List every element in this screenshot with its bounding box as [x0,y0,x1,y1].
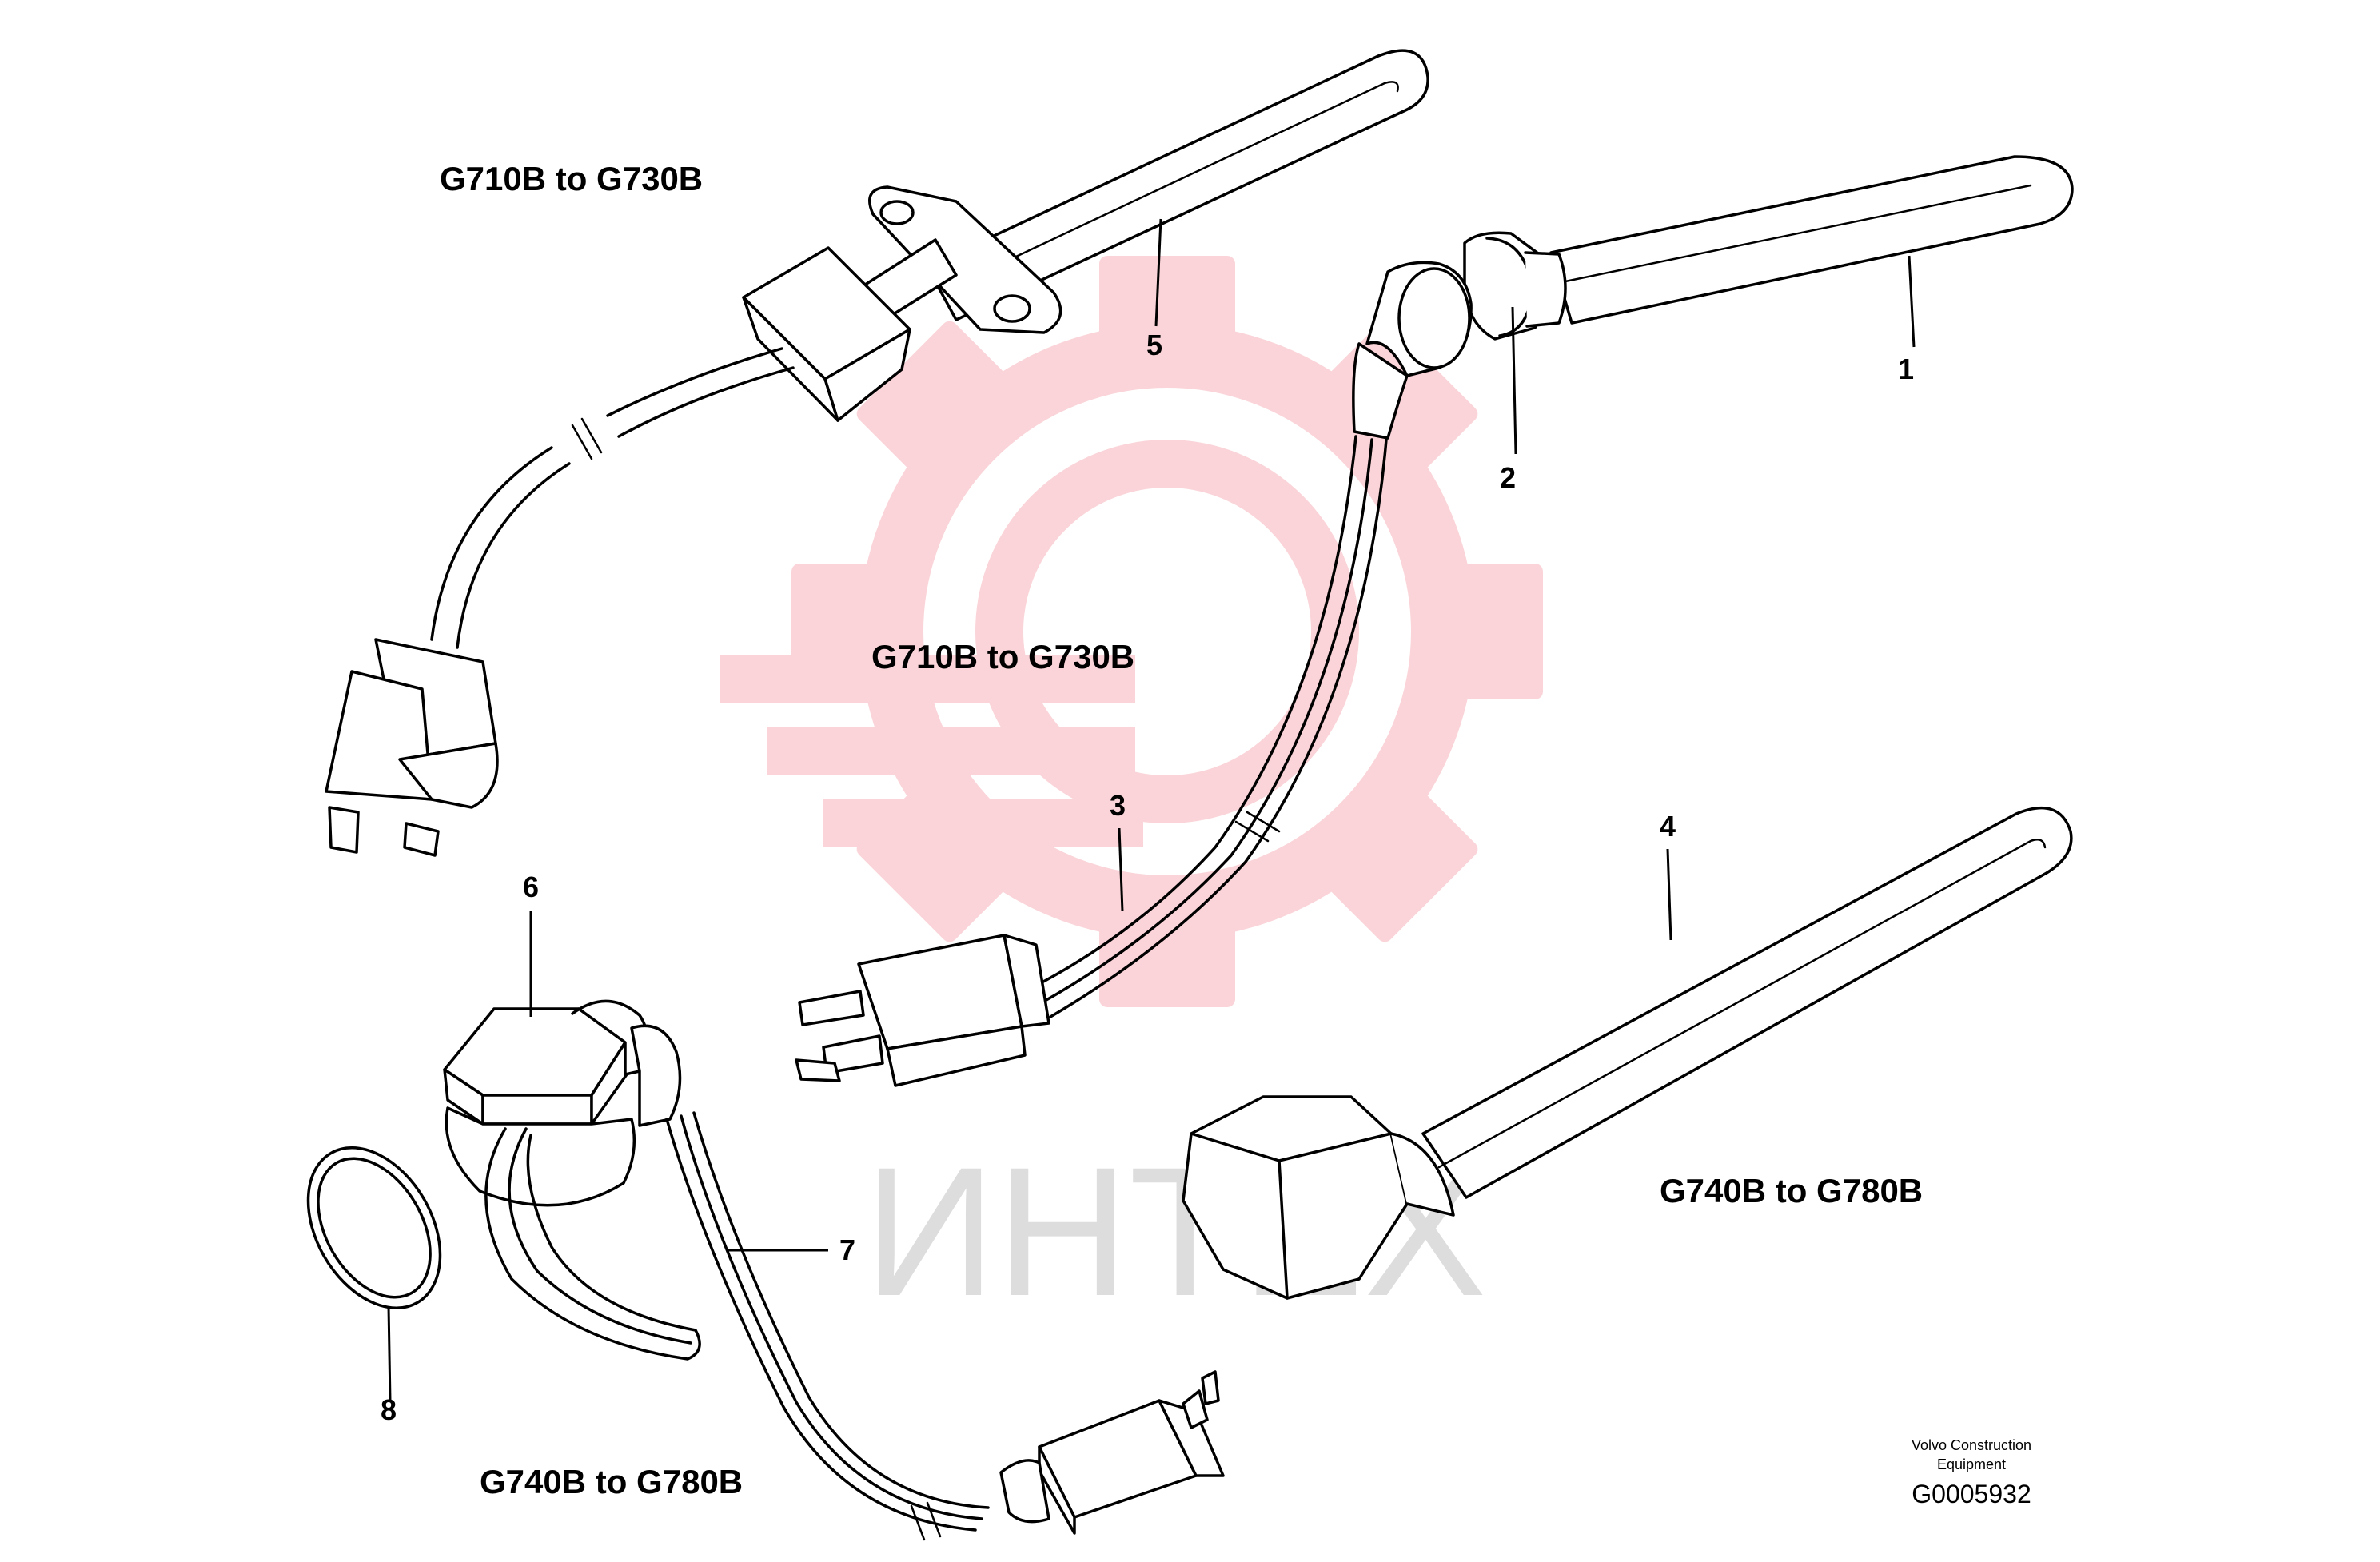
cord-7 [484,1024,1225,1541]
callout-7: 7 [839,1233,855,1266]
callout-6: 6 [523,871,539,903]
callout-2: 2 [1500,461,1516,494]
leader-lines [387,218,1916,1401]
heater-element-4 [1182,806,2073,1300]
callout-5: 5 [1146,329,1162,361]
callout-3: 3 [1110,789,1126,822]
callout-1: 1 [1898,353,1914,385]
callout-8: 8 [381,1393,397,1426]
caption-bottom-left: G740B to G780B [480,1463,743,1500]
nut-2 [1463,231,1567,341]
caption-center: G710B to G730B [871,638,1134,675]
heater-6 [443,999,649,1207]
heater-element-1 [1549,155,2074,325]
callout-4: 4 [1660,810,1676,843]
heater-element-5 [325,49,1429,857]
cord-heater-3 [795,261,1473,1087]
caption-top-left: G710B to G730B [440,160,703,197]
caption-right: G740B to G780B [1660,1172,1923,1209]
o-ring-8 [306,1146,442,1309]
footer-company-line2: Equipment [1937,1456,2006,1472]
footer-company-line1: Volvo Construction [1912,1437,2031,1453]
watermark-gear [720,256,1543,1007]
footer-drawing-code: G0005932 [1912,1480,2031,1508]
